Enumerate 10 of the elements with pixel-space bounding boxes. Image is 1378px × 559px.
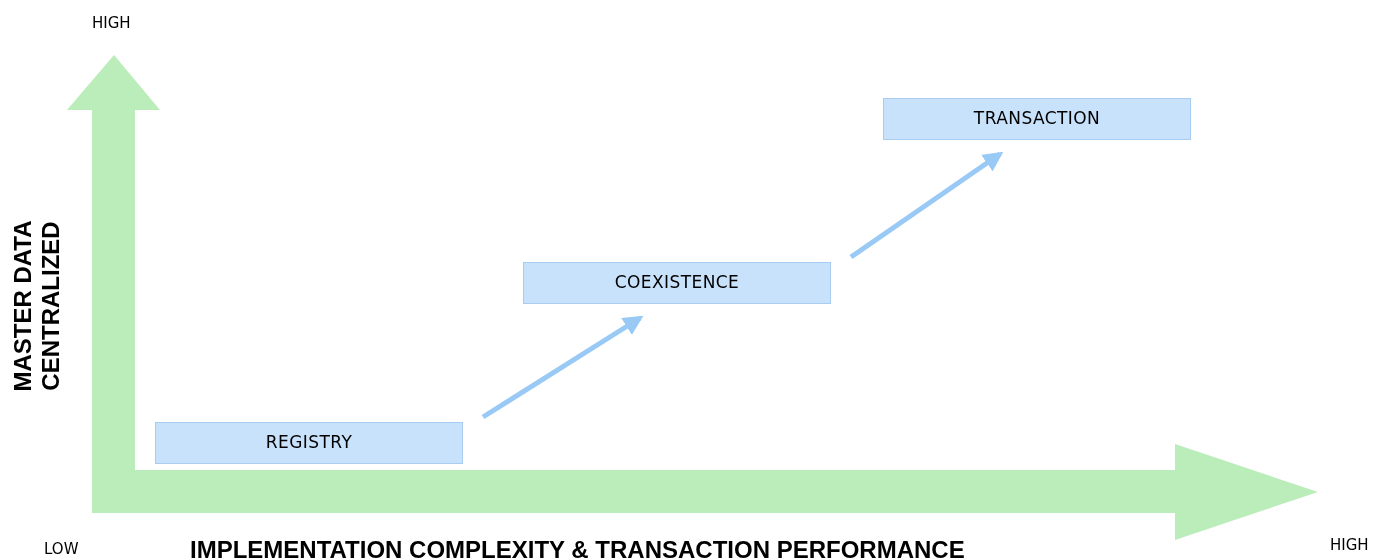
stage-box: REGISTRY	[155, 422, 463, 464]
axis-label: HIGH	[1330, 535, 1369, 556]
arrow	[849, 151, 1004, 260]
arrow	[481, 315, 644, 420]
stage-box: TRANSACTION	[883, 98, 1191, 140]
axis-title: MASTER DATA CENTRALIZED	[9, 219, 65, 394]
axis-label: LOW	[44, 539, 79, 559]
axis-title: IMPLEMENTATION COMPLEXITY & TRANSACTION PERFORMANCE	[190, 535, 965, 559]
stage-box: COEXISTENCE	[523, 262, 831, 304]
axis-label: HIGH	[92, 13, 131, 34]
